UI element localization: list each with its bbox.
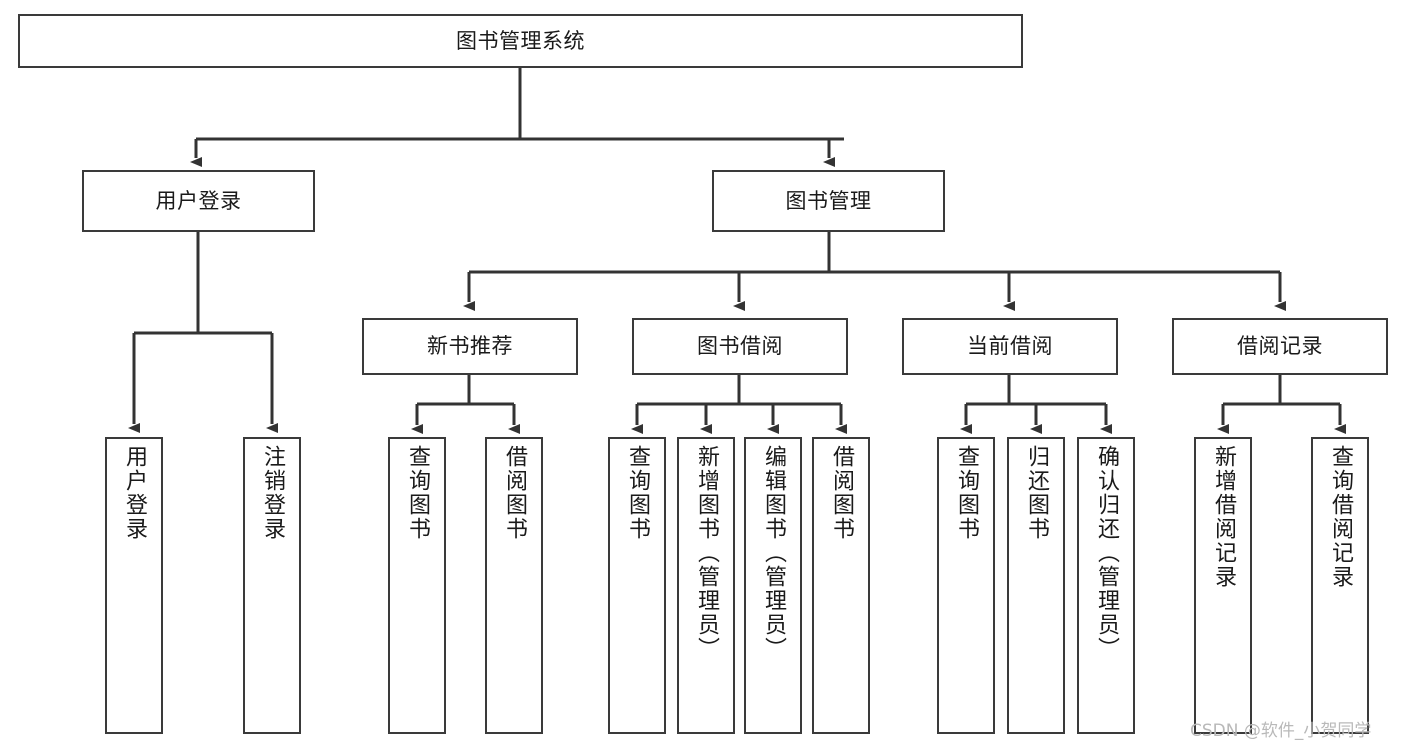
- node-label: 查询借阅记录: [1328, 445, 1353, 589]
- node-current-borrow[interactable]: 当前借阅: [902, 318, 1118, 375]
- leaf-query-book-newbook[interactable]: 查询图书: [388, 437, 446, 734]
- leaf-query-borrow-record[interactable]: 查询借阅记录: [1311, 437, 1369, 734]
- node-label: 当前借阅: [967, 334, 1053, 359]
- node-label: 图书管理系统: [456, 28, 585, 53]
- leaf-logout[interactable]: 注销登录: [243, 437, 301, 734]
- node-label: 新增借阅记录: [1211, 445, 1236, 589]
- node-label: 查询图书: [625, 445, 650, 541]
- leaf-add-borrow-record[interactable]: 新增借阅记录: [1194, 437, 1252, 734]
- node-label: 新增图书（管理员）: [694, 445, 719, 661]
- node-new-book-recommend[interactable]: 新书推荐: [362, 318, 578, 375]
- leaf-confirm-return-admin[interactable]: 确认归还（管理员）: [1077, 437, 1135, 734]
- node-label: 确认归还（管理员）: [1094, 445, 1119, 661]
- leaf-query-book-current[interactable]: 查询图书: [937, 437, 995, 734]
- node-label: 图书借阅: [697, 334, 783, 359]
- csdn-watermark: CSDN @软件_小贺同学: [1190, 721, 1372, 741]
- node-label: 新书推荐: [427, 334, 513, 359]
- node-borrow-record[interactable]: 借阅记录: [1172, 318, 1388, 375]
- node-label: 查询图书: [954, 445, 979, 541]
- leaf-user-login[interactable]: 用户登录: [105, 437, 163, 734]
- node-label: 借阅记录: [1237, 334, 1323, 359]
- leaf-borrow-book-newbook[interactable]: 借阅图书: [485, 437, 543, 734]
- node-label: 借阅图书: [829, 445, 854, 541]
- node-label: 用户登录: [155, 188, 242, 213]
- node-user-login[interactable]: 用户登录: [82, 170, 315, 232]
- leaf-edit-book-admin[interactable]: 编辑图书（管理员）: [744, 437, 802, 734]
- node-label: 注销登录: [260, 445, 285, 541]
- node-label: 用户登录: [122, 445, 147, 541]
- node-book-borrow[interactable]: 图书借阅: [632, 318, 848, 375]
- node-label: 借阅图书: [502, 445, 527, 541]
- node-book-management[interactable]: 图书管理: [712, 170, 945, 232]
- node-root-library-system[interactable]: 图书管理系统: [18, 14, 1023, 68]
- leaf-query-book-borrow[interactable]: 查询图书: [608, 437, 666, 734]
- leaf-add-book-admin[interactable]: 新增图书（管理员）: [677, 437, 735, 734]
- node-label: 查询图书: [405, 445, 430, 541]
- leaf-borrow-book[interactable]: 借阅图书: [812, 437, 870, 734]
- leaf-return-book[interactable]: 归还图书: [1007, 437, 1065, 734]
- node-label: 归还图书: [1024, 445, 1049, 541]
- node-label: 编辑图书（管理员）: [761, 445, 786, 661]
- node-label: 图书管理: [785, 188, 872, 213]
